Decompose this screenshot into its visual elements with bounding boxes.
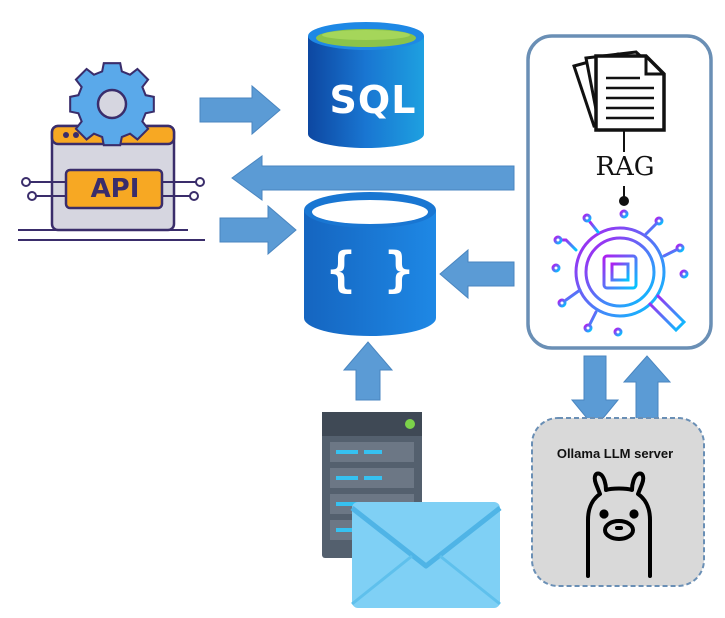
documents-icon [572,50,666,132]
ai-chip-search-icon [551,209,689,337]
rag-connector-dot [619,196,629,206]
arrow-server-to-json [342,341,394,401]
llama-icon [586,471,652,578]
arrow-rag-to-json [439,248,515,300]
api-label: API [90,174,140,204]
rag-label: RAG [595,152,655,182]
arrow-rag-to-ollama [570,355,620,429]
json-db-label: { } [326,242,414,298]
api-gear-icon [18,62,205,241]
ollama-label: Ollama LLM server [556,446,674,461]
arrow-api-to-json [219,204,297,256]
arrow-rag-to-api [231,155,515,201]
mail-envelope-icon [350,502,502,608]
arrow-api-to-sql [199,84,281,136]
sql-database-icon [308,22,424,148]
json-database-icon [304,192,436,336]
sql-label: SQL [329,78,417,122]
ollama-server-box [531,417,705,587]
